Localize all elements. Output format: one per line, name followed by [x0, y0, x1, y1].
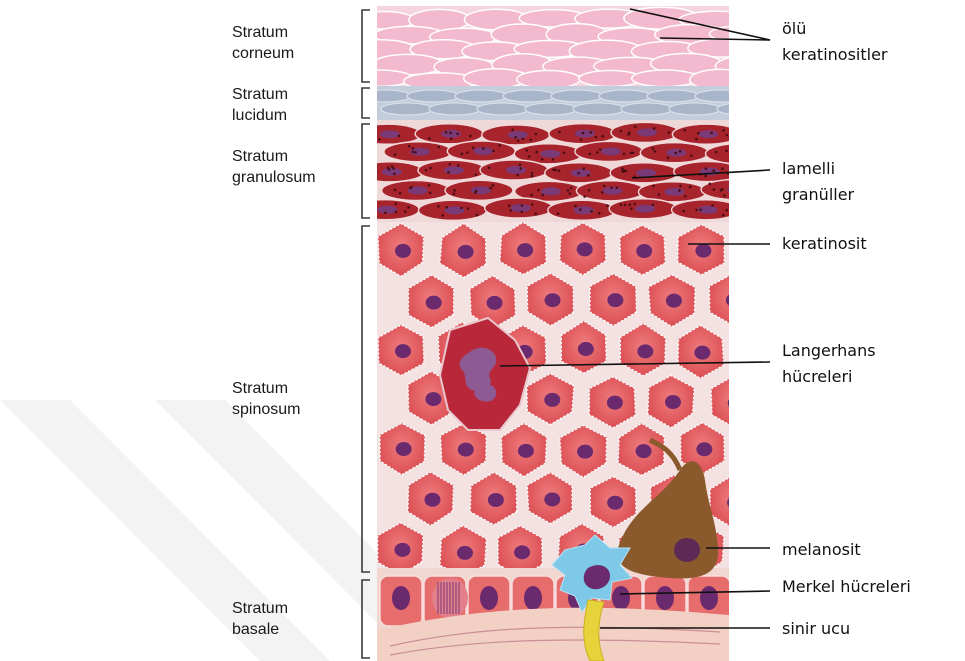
- granular-cell: [640, 143, 708, 163]
- granular-cell: [447, 141, 515, 161]
- granular-cell: [480, 160, 548, 180]
- granular-cell: [418, 200, 486, 220]
- lucidum-cell: [669, 103, 721, 115]
- lucidum-cell: [647, 90, 699, 102]
- dead-keratinocyte: [632, 70, 698, 87]
- lucidum-cell: [429, 103, 481, 115]
- granular-cell: [384, 142, 452, 162]
- granular-cell: [610, 163, 678, 183]
- granular-cell: [575, 141, 643, 161]
- stratum-basale-layer: [377, 568, 730, 661]
- lucidum-cell: [695, 90, 747, 102]
- granular-cell: [576, 181, 644, 201]
- dead-keratinocyte: [517, 71, 581, 89]
- lucidum-cell: [477, 103, 529, 115]
- granular-cell: [672, 200, 740, 220]
- granular-cell: [609, 199, 677, 219]
- lucidum-cell: [525, 103, 577, 115]
- granular-cell: [549, 124, 617, 144]
- dead-keratinocyte: [351, 70, 412, 86]
- lucidum-cell: [455, 90, 507, 102]
- granular-cell: [611, 122, 679, 142]
- lucidum-cell: [599, 90, 651, 102]
- lucidum-cell: [551, 90, 603, 102]
- lucidum-cell: [503, 90, 555, 102]
- granular-cell: [418, 160, 486, 180]
- stratum-corneum-layer: [345, 6, 779, 90]
- basal-cell: [380, 576, 422, 626]
- lucidum-cell: [407, 90, 459, 102]
- stratum-granulosum-layer: [351, 120, 773, 222]
- granular-cell: [672, 124, 740, 144]
- granular-cell: [356, 162, 424, 182]
- granular-cell: [545, 163, 613, 183]
- granular-cell: [445, 180, 513, 200]
- granular-cell: [706, 144, 774, 164]
- granular-cell: [548, 200, 616, 220]
- mitotic-cell: [432, 578, 468, 618]
- lucidum-cell: [717, 103, 769, 115]
- granular-cell: [485, 198, 553, 218]
- stratum-lucidum-layer: [359, 86, 769, 120]
- lucidum-cell: [573, 103, 625, 115]
- layer-brackets: [362, 10, 370, 658]
- lucidum-cell: [359, 90, 411, 102]
- granular-cell: [382, 180, 450, 200]
- granular-cell: [701, 180, 769, 200]
- lucidum-cell: [381, 103, 433, 115]
- lucidum-cell: [621, 103, 673, 115]
